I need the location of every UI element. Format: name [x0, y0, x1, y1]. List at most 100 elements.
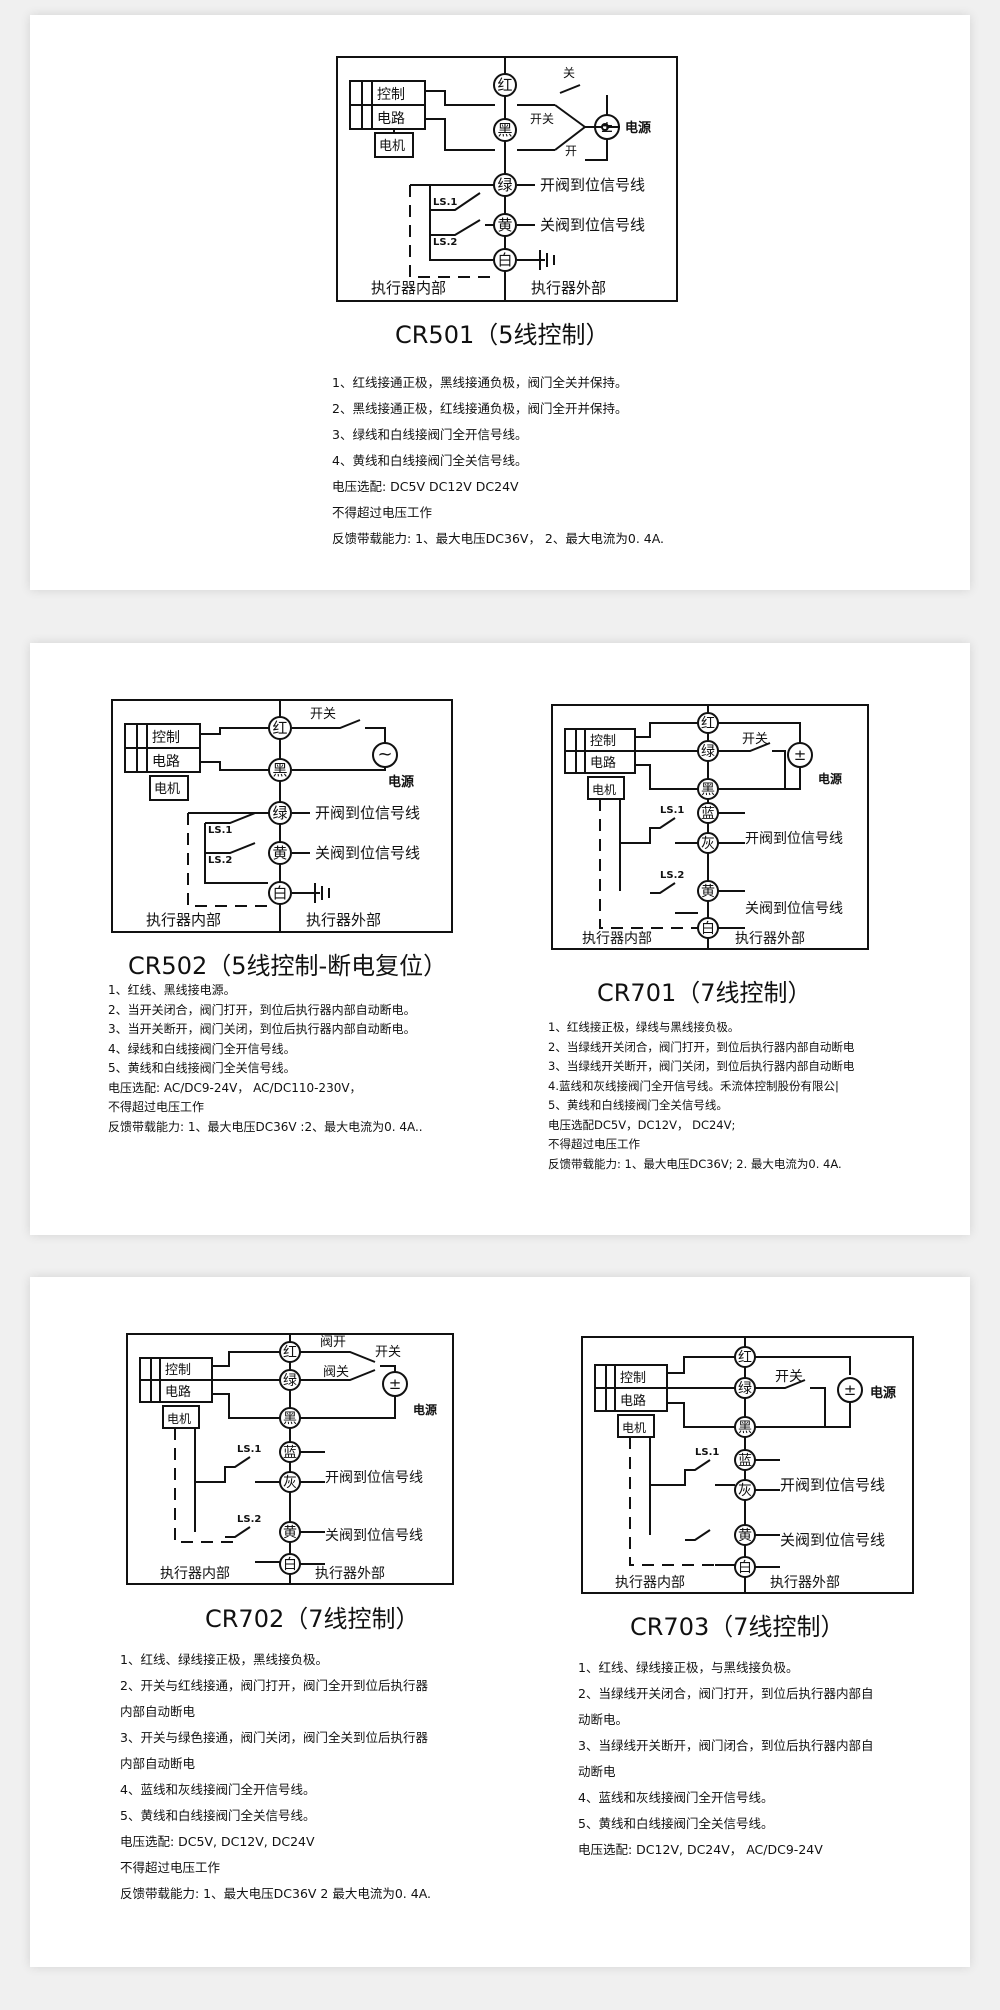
on-label: 开: [565, 144, 577, 158]
wire-black-label: 黑: [272, 761, 287, 779]
switch-label: 开关: [742, 732, 768, 747]
note-line: 3、绿线和白线接阀门全开信号线。: [332, 427, 528, 442]
title-cr703: CR703（7线控制）: [630, 1613, 845, 1641]
ls2-label: LS.2: [660, 870, 684, 881]
wire-white-label: 白: [701, 921, 715, 937]
control-label: 控制: [152, 730, 180, 746]
control-label: 控制: [377, 87, 405, 103]
open-signal-label: 开阀到位信号线: [745, 831, 843, 847]
open-signal-label: 开阀到位信号线: [540, 176, 645, 194]
power-label: 电源: [388, 774, 414, 790]
motor-label: 电机: [167, 1412, 191, 1426]
ls1-label: LS.1: [237, 1444, 261, 1455]
note-line: 4、绿线和白线接阀门全开信号线。: [108, 1041, 296, 1056]
note-line: 1、红线、黑线接电源。: [108, 983, 236, 997]
outside-label: 执行器外部: [306, 911, 381, 929]
note-line: 5、黄线和白线接阀门全关信号线。: [548, 1098, 728, 1112]
note-line: 反馈带载能力: 1、最大电压DC36V :2、最大电流为0. 4A..: [108, 1119, 423, 1134]
power-symbol: ±: [600, 117, 613, 136]
note-line: 4、蓝线和灰线接阀门全开信号线。: [578, 1790, 774, 1805]
note-line: 1、红线接通正极，黑线接通负极，阀门全关并保持。: [332, 375, 628, 390]
wire-red-label: 红: [497, 76, 512, 94]
wire-yellow-label: 黄: [272, 844, 287, 862]
diagram-cr703: 红 绿 黑 蓝 灰 黄 白 ± 控制 电路 电机 开关 电源 LS.1 开阀到位…: [580, 1335, 915, 1595]
notes-cr701: 1、红线接正极，绿线与黑线接负极。 2、当绿线开关闭合，阀门打开，到位后执行器内…: [548, 1018, 854, 1174]
title-cr702: CR702（7线控制）: [205, 1605, 420, 1633]
wire-red-label: 红: [272, 719, 287, 737]
note-line: 电压选配DC5V，DC12V， DC24V;: [548, 1117, 736, 1132]
note-line: 内部自动断电: [120, 1704, 196, 1719]
note-line: 动断电: [578, 1764, 616, 1779]
circuit-label: 电路: [152, 754, 180, 770]
note-line: 不得超过电压工作: [332, 505, 433, 520]
note-line: 2、当绿线开关闭合，阀门打开，到位后执行器内部自: [578, 1686, 874, 1701]
wiring-diagram-cr501: 红 黑 绿 黄 白 ± 控制 电路 电机 关 开关 开 电源 LS.1 LS.2…: [336, 56, 678, 302]
note-line: 1、红线接正极，绿线与黑线接负极。: [548, 1020, 740, 1034]
note-line: 1、红线、绿线接正极，与黑线接负极。: [578, 1660, 799, 1675]
inside-label: 执行器内部: [160, 1566, 230, 1582]
wire-white-label: 白: [283, 1557, 297, 1573]
power-symbol: ±: [389, 1375, 402, 1393]
wire-red-label: 红: [738, 1350, 752, 1366]
wire-gray-label: 灰: [283, 1475, 297, 1491]
circuit-label: 电路: [165, 1384, 191, 1400]
outside-label: 执行器外部: [770, 1575, 840, 1591]
note-line: 2、黑线接通正极，红线接通负极，阀门全开并保持。: [332, 401, 628, 416]
inside-label: 执行器内部: [582, 931, 652, 947]
open-signal-label: 开阀到位信号线: [325, 1470, 423, 1486]
wire-white-label: 白: [272, 884, 287, 902]
wire-black-label: 黑: [283, 1411, 297, 1427]
switch-label: 开关: [775, 1369, 803, 1385]
diagram-cr502: 红 黑 绿 黄 白 ~ 控制 电路 电机 开关 电源 LS.1 LS.2 开阀到…: [110, 698, 455, 948]
note-line: 3、开关与绿色接通，阀门关闭，阀门全关到位后执行器: [120, 1730, 428, 1745]
diagram-cr701: 红 绿 黑 蓝 灰 黄 白 ± 控制 电路 电机 开关 电源 LS.1 LS.2…: [550, 703, 870, 953]
inside-label: 执行器内部: [146, 911, 221, 929]
ls2-label: LS.2: [237, 1514, 261, 1525]
notes-cr703: 1、红线、绿线接正极，与黑线接负极。 2、当绿线开关闭合，阀门打开，到位后执行器…: [578, 1655, 873, 1863]
note-line: 5、黄线和白线接阀门全关信号线。: [108, 1061, 296, 1075]
note-line: 电压选配: DC12V, DC24V， AC/DC9-24V: [578, 1842, 823, 1857]
motor-label: 电机: [592, 783, 616, 797]
outside-label: 执行器外部: [531, 279, 606, 297]
control-label: 控制: [620, 1371, 646, 1386]
diagram-cr501: 红 黑 绿 黄 白 ± 控制 电路 电机 关 开关 开 电源 LS.1 LS.2…: [335, 55, 680, 305]
circuit-label: 电路: [620, 1393, 646, 1409]
notes-cr702: 1、红线、绿线接正极，黑线接负极。 2、开关与红线接通，阀门打开，阀门全开到位后…: [120, 1647, 431, 1907]
notes-cr501: 1、红线接通正极，黑线接通负极，阀门全关并保持。 2、黑线接通正极，红线接通负极…: [332, 370, 664, 552]
wire-yellow-label: 黄: [701, 883, 715, 900]
circuit-label: 电路: [377, 111, 405, 127]
wire-green-label: 绿: [497, 176, 512, 194]
card-cr702-cr703: 红 绿 黑 蓝 灰 黄 白 ± 控制 电路 电机 阀开 阀关 开关 电源 LS.…: [30, 1277, 970, 1967]
wire-white-label: 白: [738, 1560, 752, 1576]
inside-label: 执行器内部: [371, 279, 446, 297]
wire-blue-label: 蓝: [738, 1453, 752, 1469]
wire-red-label: 红: [701, 716, 715, 732]
note-line: 不得超过电压工作: [548, 1137, 640, 1151]
note-line: 5、黄线和白线接阀门全关信号线。: [578, 1816, 774, 1831]
ls1-label: LS.1: [695, 1447, 719, 1458]
note-line: 2、开关与红线接通，阀门打开，阀门全开到位后执行器: [120, 1678, 428, 1693]
open-signal-label: 开阀到位信号线: [780, 1476, 885, 1494]
wiring-diagram-cr703: 红 绿 黑 蓝 灰 黄 白 ± 控制 电路 电机 开关 电源 LS.1 开阀到位…: [581, 1336, 914, 1594]
wire-yellow-label: 黄: [738, 1527, 752, 1544]
note-line: 4、蓝线和灰线接阀门全开信号线。: [120, 1782, 316, 1797]
title-cr502: CR502（5线控制-断电复位）: [128, 952, 448, 980]
note-line: 反馈带载能力: 1、最大电压DC36V; 2. 最大电流为0. 4A.: [548, 1156, 842, 1171]
wire-black-label: 黑: [738, 1420, 752, 1436]
wire-green-label: 绿: [738, 1381, 752, 1397]
card-cr501: 红 黑 绿 黄 白 ± 控制 电路 电机 关 开关 开 电源 LS.1 LS.2…: [30, 15, 970, 590]
close-signal-label: 关阀到位信号线: [745, 901, 843, 917]
control-label: 控制: [165, 1363, 191, 1378]
power-label: 电源: [870, 1385, 896, 1401]
control-label: 控制: [590, 734, 616, 749]
note-line: 4、黄线和白线接阀门全关信号线。: [332, 453, 528, 468]
ls2-label: LS.2: [433, 237, 457, 248]
wire-yellow-label: 黄: [283, 1524, 297, 1541]
inside-label: 执行器内部: [615, 1575, 685, 1591]
outside-label: 执行器外部: [735, 931, 805, 947]
power-label: 电源: [625, 120, 651, 136]
wire-green-label: 绿: [283, 1373, 297, 1389]
diagram-frame: [336, 56, 678, 302]
power-symbol: ±: [794, 746, 807, 764]
power-label: 电源: [413, 1402, 437, 1417]
